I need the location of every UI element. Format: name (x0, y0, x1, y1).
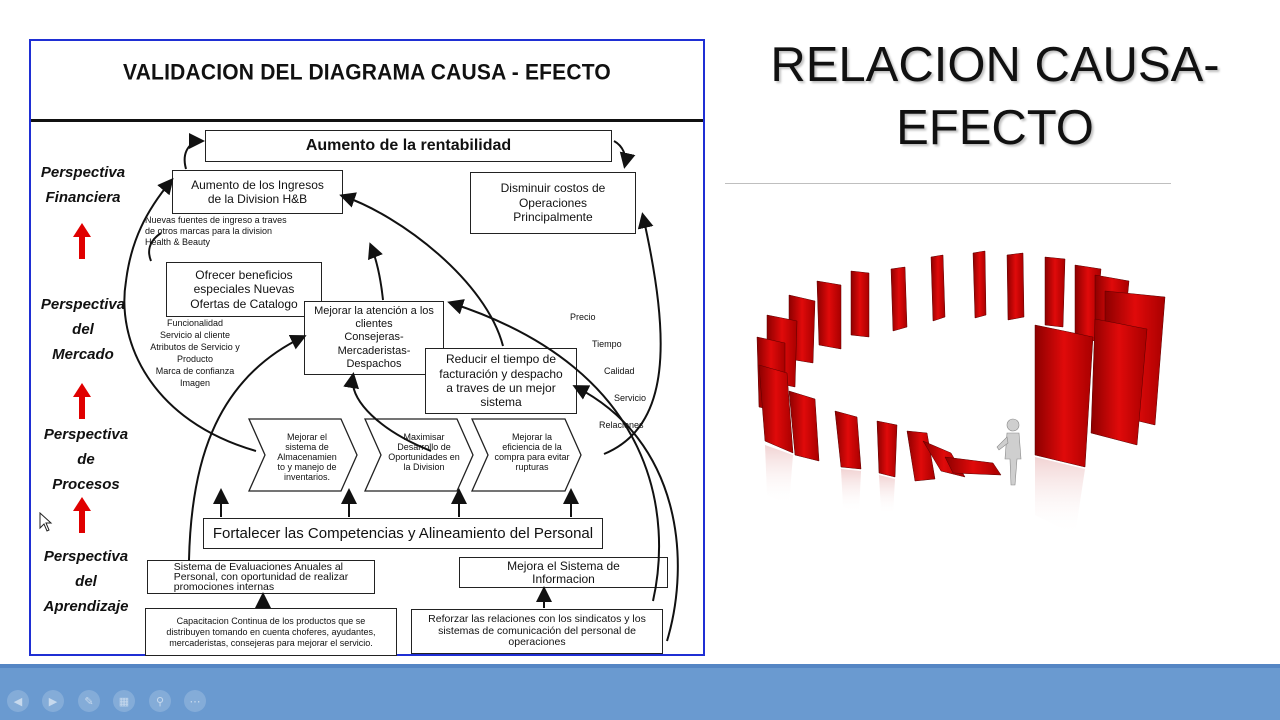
box-mejorar-atencion: Mejorar la atención a los clientes Conse… (304, 301, 444, 375)
perspective-line: Mercado (52, 346, 114, 363)
chevron-desarrollo: Maximisar Desarrollo de Oportunidades en… (388, 432, 460, 472)
control-bar-strip (0, 664, 1280, 668)
up-arrow-icon (73, 383, 91, 421)
mouse-pointer-icon (39, 512, 53, 532)
chevron-compra: Mejorar la eficiencia de la compra para … (494, 432, 570, 472)
previous-icon[interactable]: ◀ (7, 690, 29, 712)
perspective-line: de (77, 451, 95, 468)
note-precio-line: Tiempo (592, 338, 622, 349)
box-capacitacion-continua: Capacitacion Continua de los productos q… (145, 608, 397, 656)
up-arrow-icon (73, 223, 91, 261)
slides-icon[interactable]: ▦ (113, 690, 135, 712)
next-icon[interactable]: ▶ (42, 690, 64, 712)
perspective-line: Procesos (52, 476, 120, 493)
note-precio-line: Relaciones (599, 419, 644, 430)
perspective-financiera: Perspectiva Financiera (31, 160, 135, 210)
box-disminuir-costos: Disminuir costos de Operaciones Principa… (470, 172, 636, 234)
perspective-line: Perspectiva (40, 296, 126, 313)
perspective-line: Perspectiva (43, 548, 129, 565)
title-divider (725, 183, 1171, 184)
title-rule (31, 119, 703, 122)
note-precio-line: Precio (570, 311, 596, 322)
slide-title-line: RELACION CAUSA- (770, 38, 1220, 92)
box-aumento-rentabilidad: Aumento de la rentabilidad (205, 130, 612, 162)
note-precio-line: Servicio (614, 392, 647, 403)
box-reforzar-relaciones: Reforzar las relaciones con los sindicat… (411, 609, 663, 654)
note-nuevas-fuentes: Nuevas fuentes de ingreso a traves de ot… (145, 215, 287, 247)
perspective-line: Perspectiva (43, 426, 129, 443)
domino-ring-illustration-icon (756, 250, 1166, 535)
perspective-line: Perspectiva (40, 164, 126, 181)
box-sistema-evaluaciones: Sistema de Evaluaciones Anuales al Perso… (147, 560, 375, 594)
cause-effect-diagram: VALIDACION DEL DIAGRAMA CAUSA - EFECTO P… (29, 39, 705, 656)
presentation-control-bar (0, 664, 1280, 720)
chevron-almacenamiento: Mejorar el sistema de Almacenamien to y … (277, 432, 337, 482)
slide-title: RELACION CAUSA- EFECTO (740, 34, 1250, 160)
more-icon[interactable]: ⋯ (184, 690, 206, 712)
box-ofrecer-beneficios: Ofrecer beneficios especiales Nuevas Ofe… (166, 262, 322, 317)
note-precio: Precio Tiempo Calidad Servicio Relacione… (564, 297, 664, 446)
slide: VALIDACION DEL DIAGRAMA CAUSA - EFECTO P… (29, 34, 1250, 656)
slide-title-line: EFECTO (896, 101, 1094, 155)
box-reducir-tiempo: Reducir el tiempo de facturación y despa… (425, 348, 577, 414)
perspective-line: del (75, 573, 97, 590)
perspective-line: Aprendizaje (43, 598, 129, 615)
connector-arrows (123, 133, 679, 642)
perspective-aprendizaje: Perspectiva del Aprendizaje (31, 544, 141, 619)
note-precio-line: Calidad (604, 365, 635, 376)
box-fortalecer-competencias: Fortalecer las Competencias y Alineamien… (203, 518, 603, 549)
perspective-line: del (72, 321, 94, 338)
box-mejora-sistema-informacion: Mejora el Sistema de Informacion (459, 557, 668, 588)
perspective-line: Financiera (45, 189, 121, 206)
pen-icon[interactable]: ✎ (78, 690, 100, 712)
diagram-title: VALIDACION DEL DIAGRAMA CAUSA - EFECTO (123, 60, 611, 85)
perspective-mercado: Perspectiva del Mercado (31, 292, 135, 367)
up-arrow-icon (73, 497, 91, 535)
perspective-procesos: Perspectiva de Procesos (31, 422, 141, 497)
note-atributos: Funcionalidad Servicio al cliente Atribu… (150, 318, 240, 388)
process-chevrons (247, 418, 582, 492)
zoom-icon[interactable]: ⚲ (149, 690, 171, 712)
